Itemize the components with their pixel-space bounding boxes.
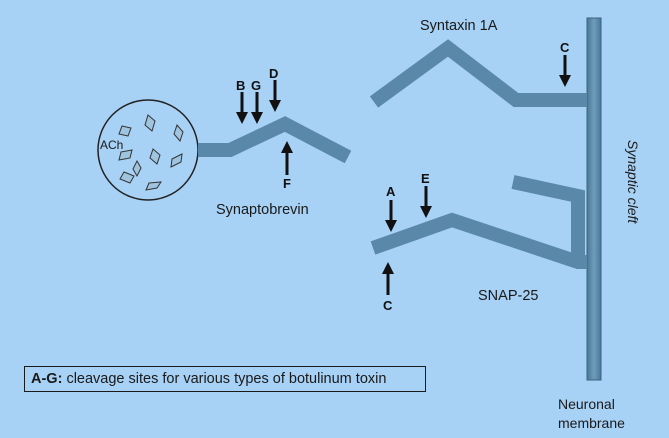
arrow-g — [251, 92, 263, 124]
legend-key: A-G: — [31, 371, 63, 387]
membrane-label: membrane — [558, 415, 625, 431]
legend-box: A-G: cleavage sites for various types of… — [24, 366, 426, 392]
arrow-label-b: B — [236, 78, 245, 93]
snap25-upper-branch — [511, 175, 585, 262]
synaptobrevin-label: Synaptobrevin — [216, 202, 309, 218]
neuronal-membrane — [586, 17, 602, 381]
snap25-main-strand — [370, 212, 587, 269]
arrow-f — [281, 141, 293, 175]
cleavage-arrows — [236, 55, 571, 295]
arrow-label-f: F — [283, 176, 291, 191]
neuronal-label: Neuronal — [558, 396, 615, 412]
arrow-label-a: A — [386, 184, 396, 199]
ach-molecules — [118, 114, 184, 191]
synaptic-cleft-label: Synaptic cleft — [625, 140, 641, 224]
arrow-e — [420, 186, 432, 218]
arrow-b — [236, 92, 248, 124]
arrow-label-d: D — [269, 66, 278, 81]
syntaxin-1a-protein — [369, 39, 587, 108]
arrow-c-top — [559, 55, 571, 87]
ach-label: ACh — [100, 138, 123, 152]
syntaxin-label: Syntaxin 1A — [420, 18, 498, 34]
arrow-label-c-top: C — [560, 40, 570, 55]
arrow-a — [385, 200, 397, 232]
arrow-label-c-bottom: C — [383, 298, 393, 313]
snap25-label: SNAP-25 — [478, 288, 538, 304]
arrow-label-g: G — [251, 78, 261, 93]
synaptobrevin-protein — [198, 116, 352, 164]
arrow-label-e: E — [421, 171, 430, 186]
arrow-c-bottom — [382, 262, 394, 295]
legend-text: cleavage sites for various types of botu… — [62, 371, 387, 387]
arrow-d — [269, 80, 281, 112]
